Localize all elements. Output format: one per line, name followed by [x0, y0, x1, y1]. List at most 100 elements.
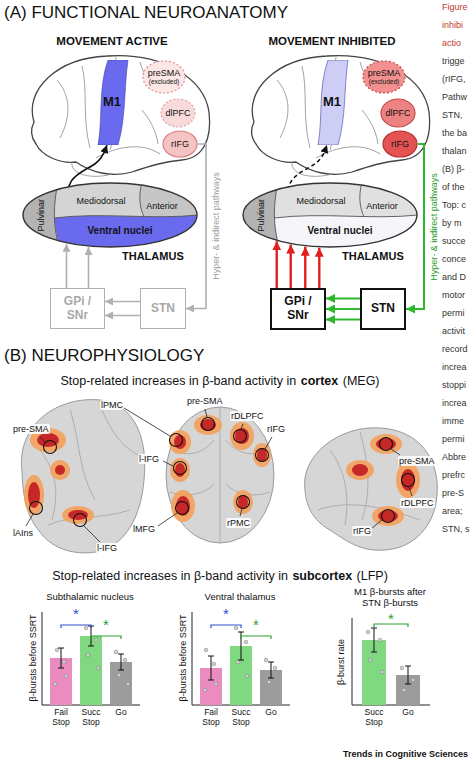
- region-label: pre-SMA: [398, 456, 436, 466]
- node-label: THALAMUS: [122, 250, 184, 263]
- thalamic-nucleus: Mediodorsal: [280, 188, 362, 214]
- leader-line: [40, 437, 45, 442]
- region-label: pre-SMA: [12, 424, 50, 434]
- caption-fragment: conce: [442, 254, 466, 264]
- roi-circle: [237, 496, 250, 509]
- caption-fragment: the ba: [442, 128, 467, 138]
- pathway-label: Hyper- & indirect pathways: [211, 172, 221, 280]
- bar-chart: [212, 662, 216, 666]
- meg-brain: [194, 415, 222, 435]
- bar-chart: [211, 625, 241, 628]
- meg-brain: [396, 462, 420, 498]
- meg-brain: [318, 432, 420, 525]
- node-label: preSMA: [368, 68, 401, 78]
- category-label: Go: [106, 708, 136, 718]
- motor-cortex: M1: [314, 60, 350, 145]
- brain-region-shape: [383, 131, 417, 157]
- meg-brain: [170, 458, 190, 482]
- bar-chart: [55, 648, 59, 652]
- pathway-arrow: [276, 241, 278, 288]
- pathway-arrow: [318, 248, 320, 288]
- bar-chart: [368, 658, 372, 662]
- thalamus-ellipse-shape: [274, 182, 418, 248]
- brain-region-shape: [381, 99, 415, 127]
- region-label: rIFG: [266, 424, 286, 434]
- caption-fragment: Top: c: [442, 200, 466, 210]
- caption-fragment: inhibi: [442, 20, 463, 30]
- leader-line: [205, 409, 207, 417]
- thalamus-ellipse-shape: [360, 182, 364, 217]
- region-label: l-IFG: [138, 454, 160, 464]
- panel-subheading: MOVEMENT INHIBITED: [268, 35, 395, 48]
- pathway-arrow: [326, 308, 360, 310]
- bar-chart: [91, 636, 121, 639]
- bar-chart: [64, 674, 68, 678]
- caption-fragment: of the: [442, 182, 465, 192]
- motor-cortex-shape: [318, 60, 348, 145]
- thalamus-ellipse-shape: [360, 182, 418, 217]
- nucleus-box: STN: [140, 288, 186, 329]
- publisher-credit: Trends in Cognitive Sciences: [343, 749, 468, 759]
- caption-fragment: imme: [442, 416, 464, 426]
- bar-chart: [53, 682, 57, 686]
- meg-brain: [40, 405, 138, 525]
- leader-line: [26, 408, 412, 542]
- region-label: rDLPFC: [400, 498, 435, 508]
- meg-brain: [21, 400, 144, 553]
- meg-brain: [401, 469, 415, 491]
- thalamus-ellipse-shape: [22, 182, 59, 248]
- category-label: Go: [256, 708, 286, 718]
- thalamus-ellipse-shape: [54, 215, 198, 218]
- caption-fragment: activit: [442, 326, 465, 336]
- category-label: Succ Stop: [76, 708, 106, 728]
- bar-chart: [402, 688, 406, 692]
- caption-fragment: area;: [442, 506, 463, 516]
- meg-brain: [28, 419, 415, 522]
- bar-chart: [234, 626, 238, 630]
- node-content: dlPFC: [380, 98, 416, 128]
- meg-brain: [100, 405, 138, 455]
- caption-fragment: prefrc: [442, 470, 465, 480]
- meg-brain: [176, 496, 190, 516]
- meg-brain: [346, 460, 374, 480]
- caption-fragment: Pathw: [442, 92, 467, 102]
- bar-chart: [203, 688, 207, 692]
- bar-chart: [400, 666, 404, 670]
- node-label: Ventral nuclei: [307, 225, 372, 237]
- meg-brain: [68, 510, 88, 520]
- bar-chart: [273, 666, 277, 670]
- pathway-arrow: [105, 315, 140, 317]
- bar-chart: [117, 673, 121, 677]
- node-label: STN: [371, 302, 395, 316]
- node-label: THALAMUS: [342, 250, 404, 263]
- section-title: (LFP): [357, 569, 388, 583]
- pathway-arrow: [88, 247, 90, 288]
- roi-circle: [234, 430, 247, 443]
- bar-chart: [366, 630, 370, 634]
- roi-circle: [74, 514, 87, 527]
- caption-fragment: thalan: [442, 146, 467, 156]
- thalamus-ellipse-shape: [140, 182, 144, 217]
- thalamus-ellipse-shape: [243, 183, 417, 247]
- brain-region: rIFG: [162, 130, 198, 158]
- region-label: l-IFG: [96, 543, 118, 553]
- thalamus-ellipse: THALAMUSPulvinarMediodorsalAnteriorVentr…: [242, 182, 418, 248]
- bar-chart: [126, 682, 130, 686]
- caption-fragment: succe: [442, 236, 466, 246]
- thalamus-ellipse-shape: [242, 182, 418, 248]
- caption-fragment: by m: [442, 218, 462, 228]
- bar-chart: [352, 618, 430, 705]
- bar-chart: [244, 640, 248, 644]
- node-content: Ventral nuclei: [272, 218, 408, 244]
- brain-outline: [32, 56, 210, 177]
- bar-chart: [204, 648, 208, 652]
- thalamus-ellipse-shape: [22, 182, 198, 248]
- thalamic-nucleus: Ventral nuclei: [52, 218, 188, 244]
- thalamus-ellipse-shape: [242, 182, 418, 248]
- caption-fragment: actio: [442, 38, 461, 48]
- axis-label: β-burst rate: [336, 639, 346, 685]
- leader-line: [372, 520, 382, 528]
- node-content: Pulvinar: [248, 194, 274, 236]
- category-label: Succ Stop: [359, 708, 389, 728]
- thalamic-nucleus: Pulvinar: [248, 194, 274, 236]
